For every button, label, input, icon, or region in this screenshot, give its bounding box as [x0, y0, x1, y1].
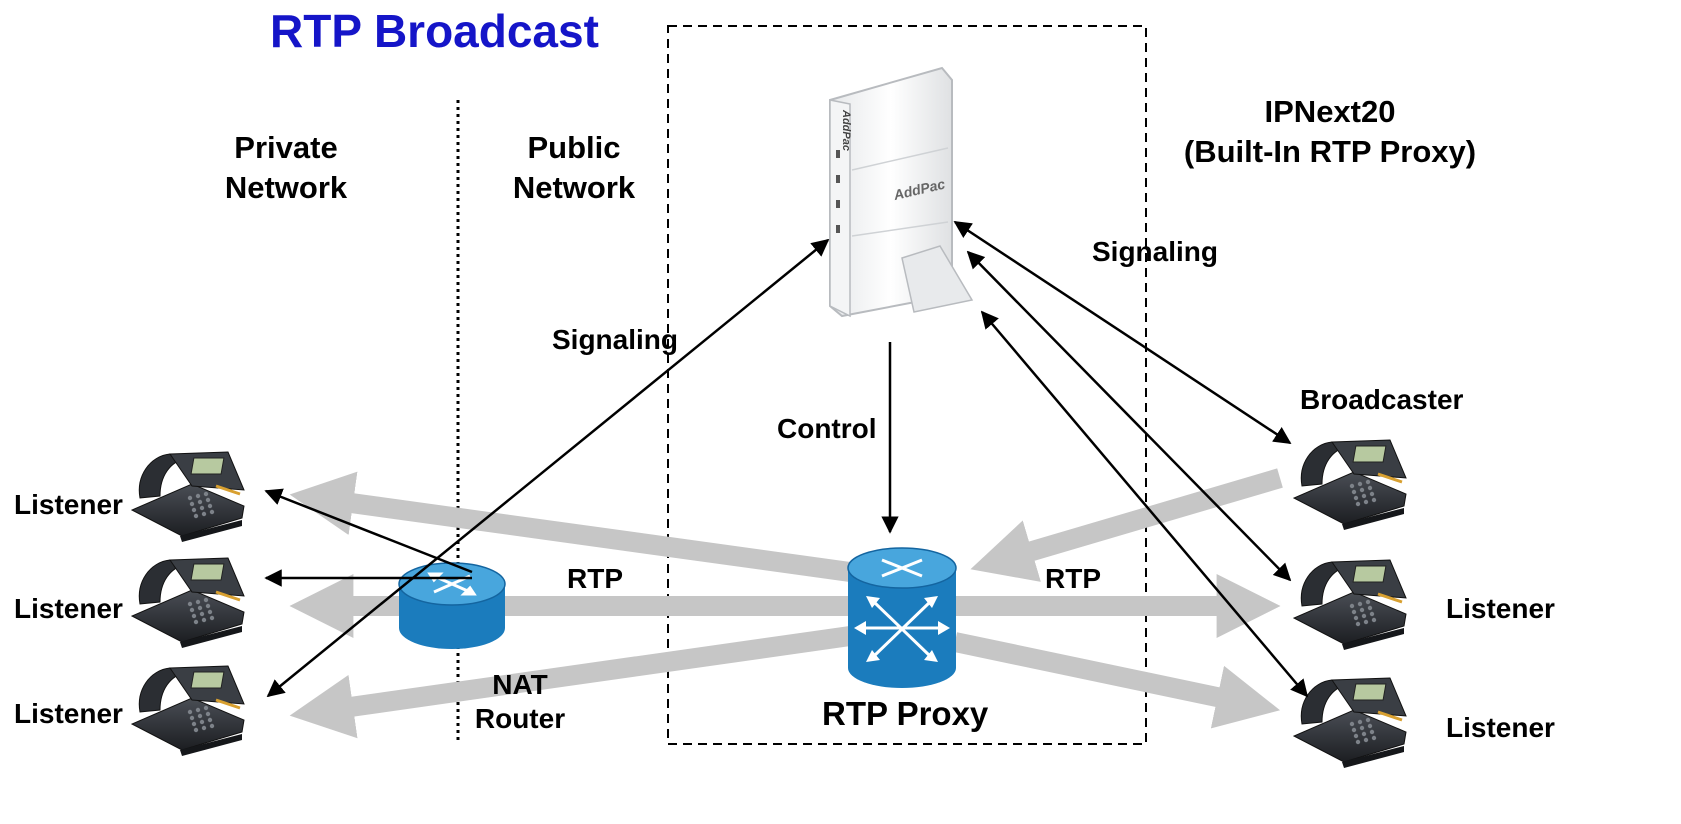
- rtp-left-label: RTP: [567, 563, 623, 594]
- signaling-left-label: Signaling: [552, 324, 678, 355]
- zone-public-label: Public Network: [488, 128, 660, 208]
- zone-private-line-1: Private: [234, 130, 338, 165]
- listener-label-right-1: Listener: [1446, 593, 1555, 624]
- zone-private-line-2: Network: [224, 170, 348, 205]
- device-brand-side: AddPac: [840, 109, 852, 151]
- zone-private-label: Private Network: [200, 128, 372, 208]
- zone-ipnext-line-2: (Built-In RTP Proxy): [1183, 134, 1477, 169]
- phone-icon-listener-left-3: [130, 664, 246, 758]
- rtp-flow-proxy-to-listener-1: [289, 471, 852, 582]
- signaling-right-label: Signaling: [1092, 236, 1218, 267]
- ipnext20-device: AddPac AddPac: [829, 66, 974, 318]
- rtp-flow-proxy-to-right-listener-2: [952, 632, 1281, 729]
- phone-icon-listener-left-1: [130, 450, 246, 544]
- control-label: Control: [777, 413, 877, 444]
- phone-icon-broadcaster: [1292, 438, 1408, 532]
- zone-public-line-1: Public: [527, 130, 621, 165]
- zone-ipnext-line-1: IPNext20: [1264, 94, 1396, 129]
- zone-ipnext-label: IPNext20 (Built-In RTP Proxy): [1170, 92, 1490, 172]
- nat-router-line-1: NAT: [492, 669, 548, 700]
- page-title: RTP Broadcast: [270, 5, 599, 57]
- phone-icon-listener-right-1: [1292, 558, 1408, 652]
- listener-label-left-3: Listener: [14, 698, 123, 729]
- listener-label-left-1: Listener: [14, 489, 123, 520]
- rtp-right-label: RTP: [1045, 563, 1101, 594]
- broadcaster-label: Broadcaster: [1300, 384, 1464, 415]
- phone-icon-listener-right-2: [1292, 676, 1408, 770]
- rtp-flow-broadcaster-to-proxy: [970, 468, 1283, 582]
- nat-router-line-2: Router: [474, 703, 566, 734]
- rtp-proxy-label: RTP Proxy: [822, 695, 989, 732]
- signaling-lines: [264, 220, 1309, 698]
- phone-icon-listener-left-2: [130, 556, 246, 650]
- nat-to-listener-1: [264, 488, 473, 574]
- nat-router-label: NAT Router: [460, 668, 580, 736]
- rtp-flow-proxy-to-listener-3: [289, 626, 852, 739]
- listener-label-left-2: Listener: [14, 593, 123, 624]
- rtp-proxy-icon: [847, 547, 957, 688]
- signaling-left-to-device: [266, 238, 830, 698]
- signaling-right-listener-2: [980, 310, 1309, 698]
- zone-public-line-2: Network: [512, 170, 636, 205]
- listener-label-right-2: Listener: [1446, 712, 1555, 743]
